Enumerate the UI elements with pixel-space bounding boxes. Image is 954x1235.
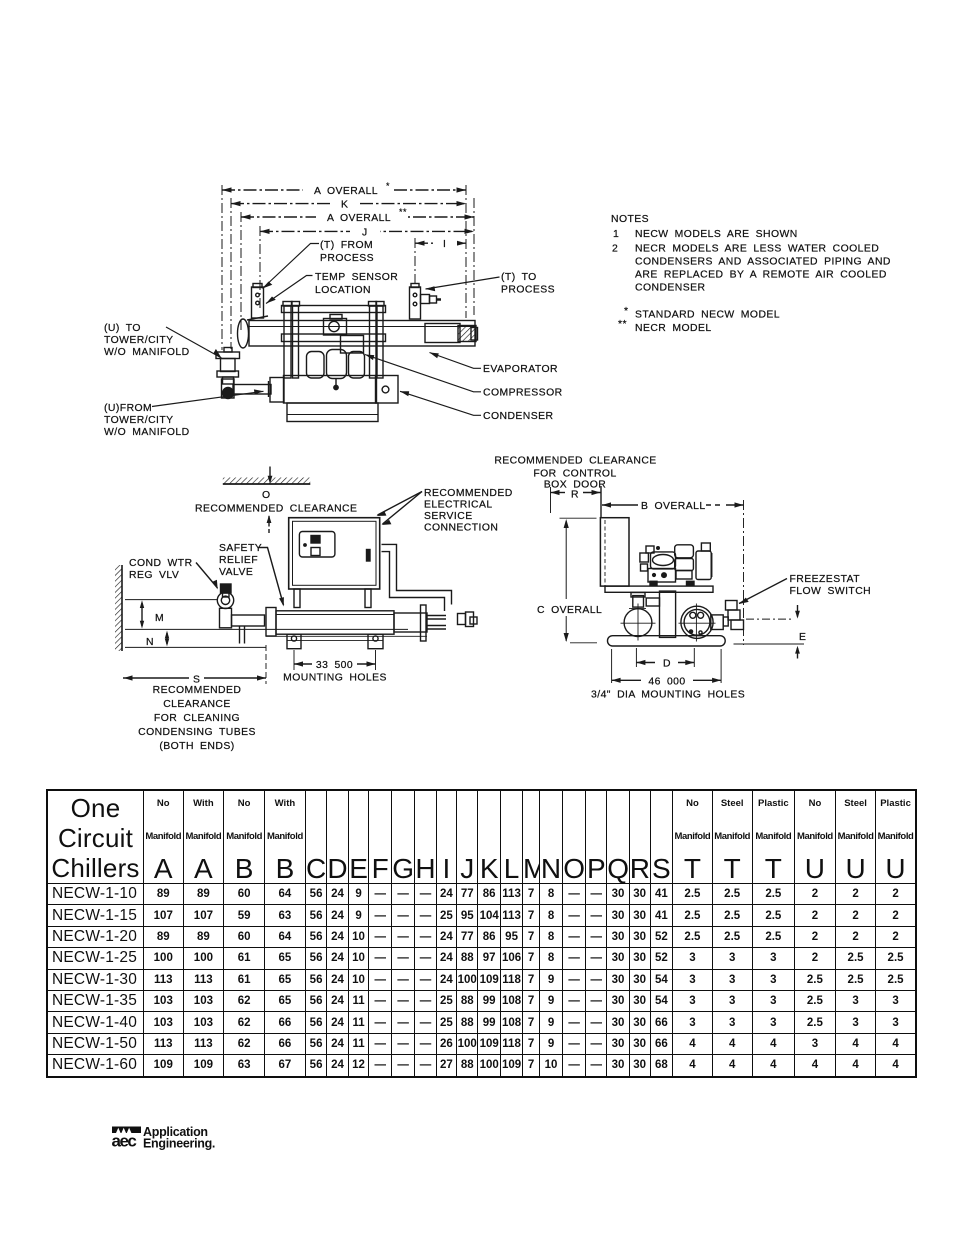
svg-text:3/4" DIA MOUNTING HOLES: 3/4" DIA MOUNTING HOLES (591, 690, 745, 701)
svg-text:TEMP SENSOR: TEMP SENSOR (315, 272, 398, 283)
svg-text:W/O MANIFOLD: W/O MANIFOLD (104, 427, 190, 438)
svg-text:E: E (799, 632, 806, 643)
svg-text:MOUNTING HOLES: MOUNTING HOLES (283, 673, 387, 684)
svg-text:A OVERALL: A OVERALL (314, 186, 378, 197)
svg-text:33 500: 33 500 (316, 660, 353, 671)
svg-text:R: R (571, 490, 579, 501)
svg-text:NECW MODELS ARE SHOWN: NECW MODELS ARE SHOWN (635, 229, 798, 240)
svg-text:RECOMMENDED CLEARANCE: RECOMMENDED CLEARANCE (195, 504, 357, 515)
svg-text:N: N (146, 637, 154, 648)
svg-text:SAFETY: SAFETY (219, 543, 262, 554)
svg-text:BOX DOOR: BOX DOOR (544, 480, 606, 491)
svg-text:C OVERALL: C OVERALL (537, 605, 602, 616)
svg-text:SERVICE: SERVICE (424, 511, 473, 522)
svg-text:*: * (386, 181, 390, 191)
svg-text:O: O (262, 490, 271, 501)
svg-text:PROCESS: PROCESS (501, 285, 555, 296)
svg-text:COND WTR: COND WTR (129, 558, 193, 569)
svg-text:RECOMMENDED: RECOMMENDED (153, 685, 242, 696)
svg-text:FREEZESTAT: FREEZESTAT (790, 574, 861, 585)
svg-text:**: ** (399, 207, 407, 217)
svg-text:(T) TO: (T) TO (501, 272, 537, 283)
svg-text:COMPRESSOR: COMPRESSOR (483, 388, 563, 399)
svg-text:W/O MANIFOLD: W/O MANIFOLD (104, 347, 190, 358)
svg-text:NECR MODELS ARE LESS WATER: NECR MODELS ARE LESS WATER COOLED (635, 244, 879, 255)
svg-text:CONNECTION: CONNECTION (424, 523, 498, 534)
svg-text:VALVE: VALVE (219, 567, 253, 578)
svg-text:I: I (443, 239, 446, 250)
svg-text:REG VLV: REG VLV (129, 570, 179, 581)
svg-text:PROCESS: PROCESS (320, 253, 374, 264)
svg-text:CONDENSER: CONDENSER (635, 283, 705, 294)
svg-text:LOCATION: LOCATION (315, 285, 371, 296)
svg-text:CONDENSER: CONDENSER (483, 411, 553, 422)
svg-text:**: ** (618, 319, 627, 330)
svg-text:STANDARD NECW MODEL: STANDARD NECW MODEL (635, 310, 780, 321)
svg-text:2: 2 (612, 244, 618, 255)
svg-text:CONDENSERS AND ASSOCIATED P: CONDENSERS AND ASSOCIATED PIPING AND (635, 257, 891, 268)
svg-text:Application: Application (143, 1125, 208, 1139)
svg-text:M: M (155, 613, 164, 624)
svg-text:RECOMMENDED: RECOMMENDED (424, 488, 513, 499)
svg-text:(BOTH ENDS): (BOTH ENDS) (159, 741, 234, 752)
svg-text:NECR MODEL: NECR MODEL (635, 323, 712, 334)
svg-text:CONDENSING TUBES: CONDENSING TUBES (138, 727, 256, 738)
svg-text:NOTES: NOTES (611, 214, 649, 225)
svg-text:EVAPORATOR: EVAPORATOR (483, 364, 558, 375)
svg-text:(T) FROM: (T) FROM (320, 240, 373, 251)
svg-text:RECOMMENDED CLEARANCE: RECOMMENDED CLEARANCE (494, 456, 656, 467)
svg-text:TOWER/CITY: TOWER/CITY (104, 335, 174, 346)
svg-text:RELIEF: RELIEF (219, 555, 258, 566)
svg-text:S: S (193, 675, 200, 686)
svg-text:*: * (624, 306, 629, 317)
svg-text:J: J (362, 228, 368, 239)
svg-text:D: D (663, 659, 671, 670)
svg-text:A OVERALL: A OVERALL (327, 213, 391, 224)
svg-text:TOWER/CITY: TOWER/CITY (104, 415, 174, 426)
svg-text:aec: aec (112, 1132, 137, 1151)
svg-text:46 000: 46 000 (648, 677, 685, 688)
svg-text:B OVERALL: B OVERALL (641, 501, 706, 512)
svg-text:FOR CLEANING: FOR CLEANING (154, 713, 240, 724)
svg-text:1: 1 (613, 229, 619, 240)
svg-text:(U)FROM: (U)FROM (104, 403, 152, 414)
svg-text:Engineering.: Engineering. (143, 1137, 215, 1151)
svg-text:K: K (341, 200, 348, 211)
svg-text:CLEARANCE: CLEARANCE (163, 699, 231, 710)
svg-text:FOR CONTROL: FOR CONTROL (533, 469, 616, 480)
svg-text:ARE REPLACED BY A REMOTE: ARE REPLACED BY A REMOTE AIR COOLED (635, 270, 887, 281)
svg-text:ELECTRICAL: ELECTRICAL (424, 500, 493, 511)
svg-text:FLOW SWITCH: FLOW SWITCH (790, 586, 872, 597)
svg-text:(U) TO: (U) TO (104, 323, 141, 334)
